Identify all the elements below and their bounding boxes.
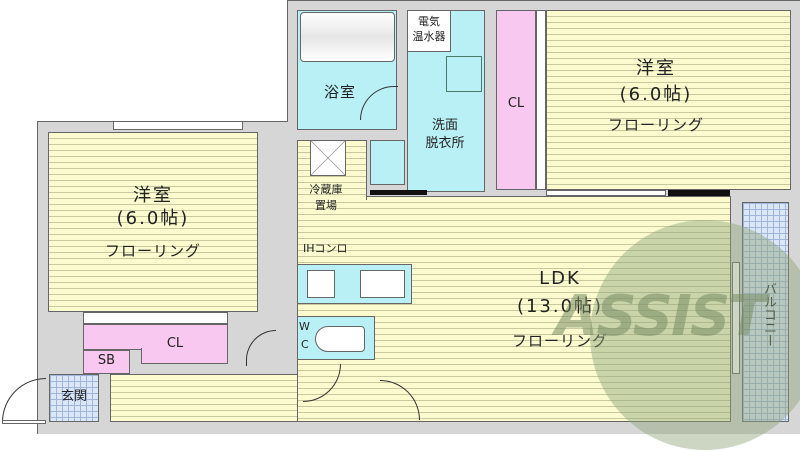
shoe-box-label: SB: [97, 353, 116, 368]
washroom-label-1: 洗面: [431, 118, 458, 133]
outer-wall-outline-left: [287, 0, 288, 121]
water-heater-label-1: 電気: [418, 15, 440, 28]
shoe-box: [83, 350, 130, 374]
closet-right: [496, 10, 536, 190]
hallway: [110, 374, 300, 422]
bedroom-right-size: (6.0帖): [619, 84, 693, 105]
closet-left-label: CL: [166, 336, 184, 351]
stove-label: IHコンロ: [303, 242, 348, 255]
bedroom-right-floor: フローリング: [607, 116, 704, 134]
fridge-space-label-1: 冷蔵庫: [309, 183, 343, 196]
window-bedroom-left: [113, 121, 243, 130]
closet-left-doors[interactable]: [83, 312, 228, 324]
balcony-label: バルコニー: [761, 282, 776, 347]
toilet-label-w: W: [299, 320, 310, 333]
water-heater: [407, 10, 451, 52]
bedroom-right-name: 洋室: [636, 58, 676, 79]
outer-wall-outline-leftside: [37, 121, 38, 434]
entrance-label: 玄関: [60, 389, 87, 404]
fridge-space-label-2: 置場: [315, 199, 337, 212]
balcony-sliding-window[interactable]: [732, 262, 740, 374]
washroom-door-rail[interactable]: [370, 190, 427, 195]
closet-left-lower: [141, 348, 228, 364]
water-heater-label-2: 温水器: [412, 30, 446, 43]
closet-right-doors[interactable]: [536, 10, 546, 190]
bedroom-left-size: (6.0帖): [116, 208, 190, 229]
sliding-door-right-bedroom[interactable]: [546, 190, 666, 196]
toilet-label-c: C: [301, 338, 309, 351]
bathroom-label: 浴室: [323, 83, 356, 101]
bedroom-left-name: 洋室: [133, 185, 173, 206]
bedroom-right: [546, 10, 791, 190]
toilet-bowl: [315, 326, 365, 352]
bedroom-left: [48, 132, 258, 312]
washing-machine-pan: [446, 56, 482, 92]
ih-stove: [307, 270, 335, 298]
bathtub: [300, 12, 395, 62]
fridge-space-box: [310, 140, 346, 176]
washroom-label-2: 脱衣所: [425, 136, 465, 151]
bedroom-left-floor: フローリング: [104, 242, 201, 260]
ldk: [297, 196, 731, 422]
front-door-panel: [2, 420, 46, 424]
front-door[interactable]: [2, 378, 46, 422]
ldk-size: (13.0帖): [516, 296, 604, 317]
closet-right-label: CL: [507, 96, 525, 111]
vanity-sink: [370, 140, 405, 185]
entrance: [49, 374, 99, 422]
ldk-name: LDK: [539, 268, 581, 289]
outer-wall-outline-top: [287, 0, 800, 1]
closet-left: [83, 324, 228, 350]
bedroom-right-door-rail[interactable]: [668, 190, 730, 196]
ldk-floor: フローリング: [511, 332, 608, 350]
kitchen-sink: [360, 270, 405, 298]
balcony: [742, 202, 789, 422]
